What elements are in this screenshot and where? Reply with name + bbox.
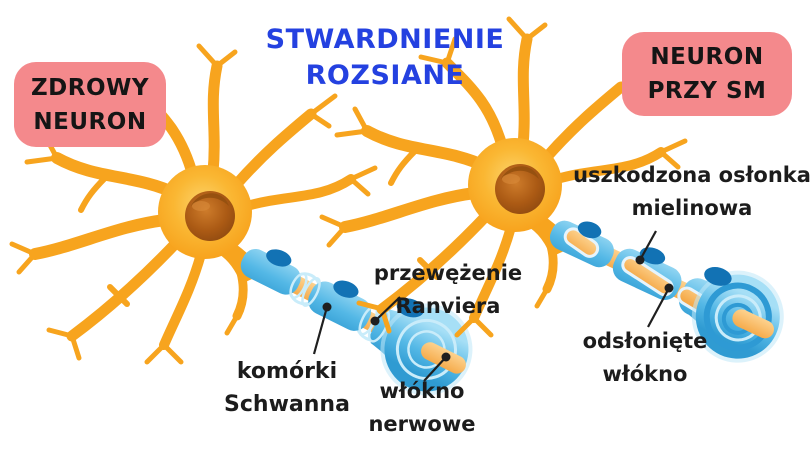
ms-neuron-illustration bbox=[322, 19, 784, 363]
pointer-dot-damaged-myelin bbox=[635, 255, 645, 265]
schwann-cell-nuclei bbox=[577, 221, 732, 286]
pointer-dot-schwann bbox=[322, 302, 332, 312]
axon-terminal-cross-section bbox=[380, 303, 473, 396]
pointer-line-nerve-fiber bbox=[423, 356, 447, 382]
pointer-line-schwann bbox=[312, 306, 329, 355]
pointer-line-damaged-myelin bbox=[639, 230, 657, 261]
pointer-line-exposed-fiber bbox=[647, 287, 670, 328]
annotation-pointers bbox=[312, 230, 674, 382]
damaged-axon-terminal-swirl bbox=[691, 270, 784, 363]
pointer-dot-nerve-fiber bbox=[441, 352, 451, 362]
schwann-cell-nuclei bbox=[266, 249, 424, 318]
damaged-axon bbox=[549, 220, 784, 363]
fiber-stub bbox=[732, 309, 774, 339]
healthy-neuron-illustration bbox=[12, 46, 473, 396]
pointer-dot-exposed-fiber bbox=[664, 283, 674, 293]
pointer-line-ranvier bbox=[374, 296, 401, 322]
pointer-dot-ranvier bbox=[370, 316, 380, 326]
